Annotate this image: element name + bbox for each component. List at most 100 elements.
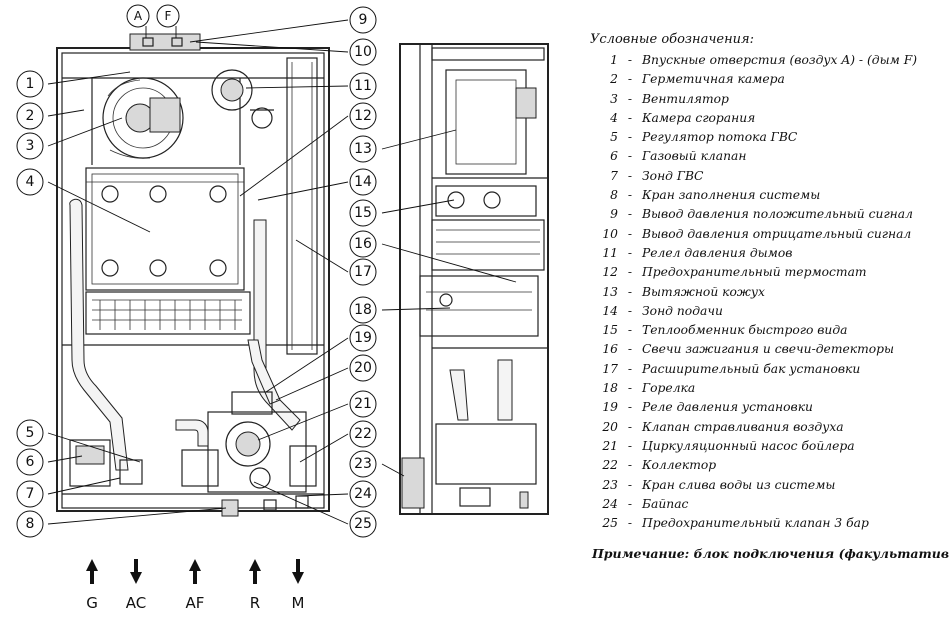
legend-dash: -: [627, 226, 633, 241]
callout-number: 14: [354, 174, 372, 190]
legend-number: 2: [610, 72, 618, 87]
callout-20: 20: [349, 354, 377, 382]
callout-2: 2: [16, 102, 44, 130]
callout-circle: [349, 480, 377, 508]
arrow-up-icon: [86, 559, 98, 584]
callout-number: 2: [26, 108, 35, 124]
legend-item: 13-Вытяжной кожух: [600, 283, 917, 302]
legend-item: 9-Вывод давления положительный сигнал: [600, 205, 917, 224]
legend-number: 6: [610, 149, 618, 164]
callout-19: 19: [349, 324, 377, 352]
legend-item: 17-Расширительный бак установки: [600, 360, 917, 379]
legend-item: 25-Предохранительный клапан 3 бар: [600, 514, 917, 533]
legend-number: 22: [602, 458, 618, 473]
callout-4: 4: [16, 168, 44, 196]
callout-24: 24: [349, 480, 377, 508]
callout-circle: [16, 448, 44, 476]
connection-label: AF: [186, 594, 205, 612]
legend-item: 10-Вывод давления отрицательный сигнал: [600, 225, 917, 244]
legend-number: 8: [610, 188, 618, 203]
connection-label: AC: [126, 594, 146, 612]
callout-number: 15: [354, 205, 372, 221]
callout-circle: [16, 480, 44, 508]
legend-dash: -: [627, 110, 633, 125]
legend-item: 14-Зонд подачи: [600, 302, 917, 321]
legend-number: 13: [602, 284, 618, 299]
legend-text: Горелка: [642, 381, 696, 396]
legend-text: Свечи зажигания и свечи-детекторы: [642, 342, 895, 357]
side-view: [399, 43, 549, 515]
callouts: 1234567891011121314151617181920212223242…: [16, 6, 377, 538]
callout-circle: [349, 354, 377, 382]
legend-number: 17: [602, 361, 618, 376]
legend-dash: -: [627, 458, 633, 473]
legend-text: Теплообменник быстрого вида: [642, 323, 848, 338]
callout-circle: [349, 324, 377, 352]
arrow-down-icon: [130, 559, 142, 584]
flue-connector: [129, 33, 201, 51]
legend-item: 8-Кран заполнения системы: [600, 186, 917, 205]
callout-circle: [349, 510, 377, 538]
burner: [85, 291, 251, 335]
callout-number: 19: [354, 330, 372, 346]
leader-lines: [47, 19, 517, 525]
callout-number: 25: [354, 516, 372, 532]
legend-text: Зонд ГВС: [642, 168, 704, 183]
callout-18: 18: [349, 296, 377, 324]
legend-text: Циркуляционный насос бойлера: [642, 438, 855, 453]
legend-dash: -: [627, 188, 633, 203]
legend-text: Реле давления установки: [642, 400, 813, 415]
callout-circle: [349, 102, 377, 130]
legend-dash: -: [627, 130, 633, 145]
connection-m: M: [292, 559, 304, 612]
callout-number: 4: [26, 174, 35, 190]
legend-text: Расширительный бак установки: [642, 361, 861, 376]
connection-label: R: [250, 594, 260, 612]
callout-circle: [349, 72, 377, 100]
flue-hood: [445, 69, 527, 175]
legend-item: 2-Герметичная камера: [600, 70, 917, 89]
callout-8: 8: [16, 510, 44, 538]
legend-text: Вытяжной кожух: [642, 284, 765, 299]
combustion-chamber: [85, 167, 245, 291]
callout-25: 25: [349, 510, 377, 538]
legend-dash: -: [627, 53, 633, 67]
legend-number: 16: [602, 342, 618, 357]
legend-dash: -: [627, 72, 633, 87]
arrow-up-icon: [249, 559, 261, 584]
legend-text: Вывод давления положительный сигнал: [642, 207, 913, 222]
legend-number: 9: [610, 207, 618, 222]
front-view: [56, 33, 330, 517]
legend-number: 25: [602, 516, 618, 531]
legend-dash: -: [627, 265, 633, 280]
legend-dash: -: [627, 207, 633, 222]
legend-number: 11: [602, 245, 618, 260]
callout-number: 20: [354, 360, 372, 376]
legend-dash: -: [627, 149, 633, 164]
legend-text: Кран заполнения системы: [642, 188, 821, 203]
connection-r: R: [249, 559, 261, 612]
callout-circle: [349, 199, 377, 227]
legend-dash: -: [627, 303, 633, 318]
legend-item: 19-Реле давления установки: [600, 398, 917, 417]
callout-circle: [349, 420, 377, 448]
callout-number: 7: [26, 486, 35, 502]
callout-number: 24: [354, 486, 372, 502]
legend-number: 10: [602, 226, 618, 241]
callout-17: 17: [349, 258, 377, 286]
legend-dash: -: [627, 91, 633, 106]
legend-item: 20-Клапан стравливания воздуха: [600, 418, 917, 437]
callout-5: 5: [16, 419, 44, 447]
callout-15: 15: [349, 199, 377, 227]
legend-dash: -: [627, 323, 633, 338]
callout-circle: [349, 168, 377, 196]
callout-number: 3: [26, 138, 35, 154]
legend-item: 1-Впускные отверстия (воздух A) - (дым F…: [600, 51, 917, 70]
legend-dash: -: [627, 496, 633, 511]
legend-text: Предохранительный термостат: [642, 265, 867, 280]
side-casing: [399, 43, 549, 515]
callout-number: 8: [26, 516, 35, 532]
callout-number: 22: [354, 426, 372, 442]
